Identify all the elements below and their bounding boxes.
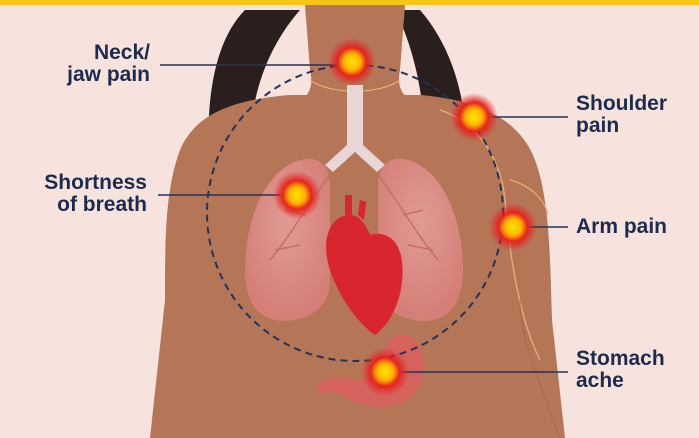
- pain-point-icon: [361, 348, 409, 396]
- pain-point-icon: [328, 38, 376, 86]
- shoulder-label: Shoulder pain: [576, 93, 691, 137]
- pain-point-icon: [489, 203, 537, 251]
- arm-pain-label: Arm pain: [576, 216, 694, 238]
- neck-label: Neck/ jaw pain: [40, 42, 150, 86]
- shortness-of-breath-label: Shortness of breath: [20, 172, 147, 216]
- pain-point-icon: [273, 171, 321, 219]
- stomach-ache-label: Stomach ache: [576, 348, 694, 392]
- top-bar: [0, 0, 699, 5]
- pain-point-icon: [450, 93, 498, 141]
